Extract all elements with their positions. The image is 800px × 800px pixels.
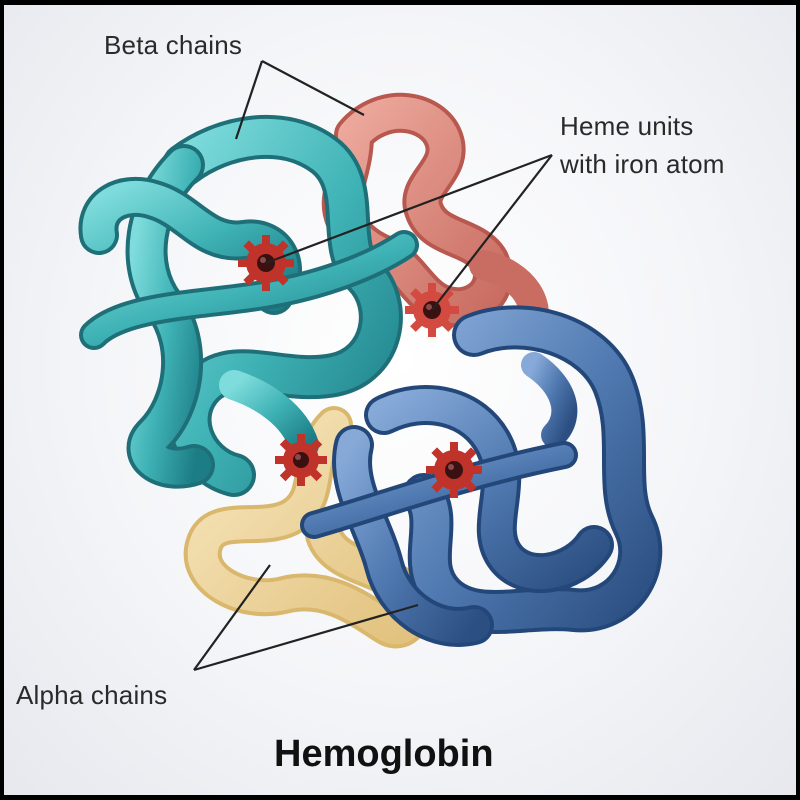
alpha-chain-blue bbox=[300, 305, 663, 647]
leader-alpha-blue bbox=[193, 603, 419, 672]
heme-unit-4 bbox=[426, 442, 482, 498]
leader-beta-pink bbox=[261, 60, 365, 116]
heme-unit-3 bbox=[275, 434, 327, 486]
hemoglobin-diagram: Beta chains Heme units with iron atom Al… bbox=[4, 5, 796, 795]
hemoglobin-illustration bbox=[78, 60, 663, 672]
beta-chain-teal bbox=[78, 114, 419, 497]
leader-lines bbox=[193, 60, 553, 672]
leader-heme-2 bbox=[431, 154, 553, 311]
leader-heme-1 bbox=[265, 153, 553, 265]
leader-beta-teal bbox=[234, 60, 264, 140]
heme-units-label: Heme units with iron atom bbox=[560, 107, 725, 183]
heme-label-line-2: with iron atom bbox=[560, 149, 725, 179]
figure-title: Hemoglobin bbox=[274, 733, 494, 775]
beta-chains-label: Beta chains bbox=[104, 30, 243, 60]
alpha-chains-label: Alpha chains bbox=[16, 680, 168, 710]
heme-label-line-1: Heme units bbox=[560, 111, 694, 141]
leader-alpha-yellow bbox=[193, 564, 271, 671]
